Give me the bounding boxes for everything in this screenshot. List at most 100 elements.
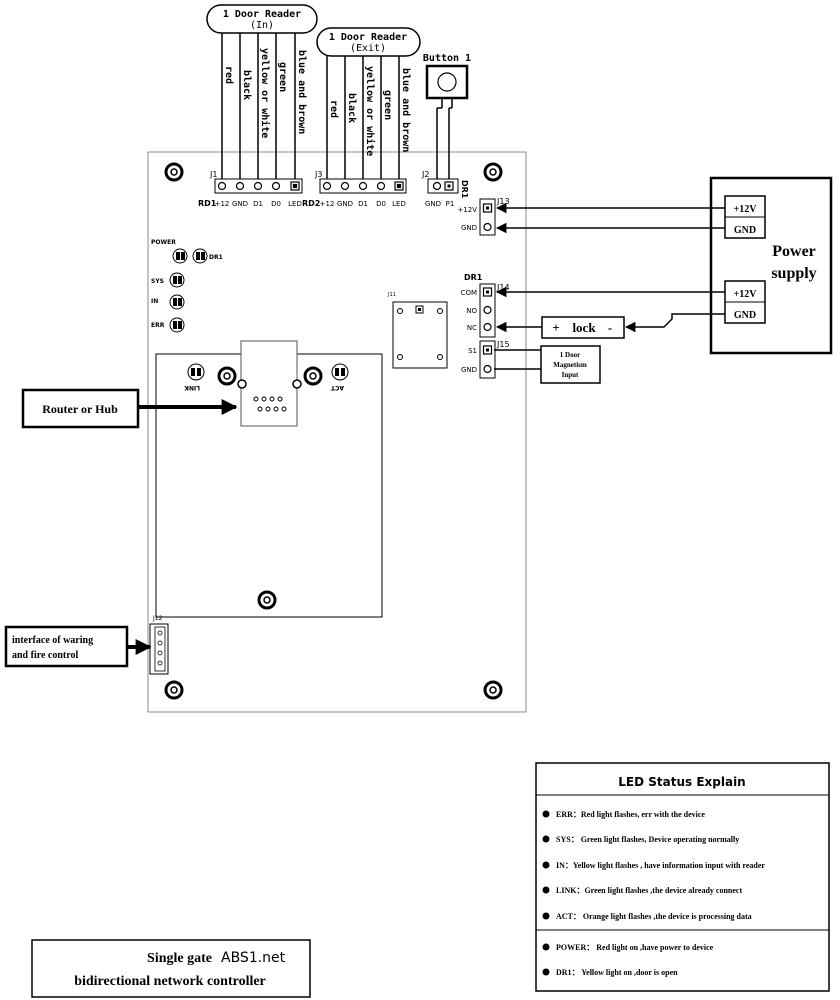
lock-minus: - <box>608 320 612 335</box>
relay-component: J11 <box>387 292 448 369</box>
reader-exit-wire-red: red <box>328 100 339 118</box>
led-legend-text: Red light on ,have power to device <box>594 943 713 952</box>
reader-exit-pin-led: LED <box>392 200 406 208</box>
svg-text:POWER： Red light on ,have powe: POWER： Red light on ,have power to devic… <box>556 943 714 952</box>
power-header-pin-gnd: GND <box>461 224 477 232</box>
reader-in-pin-d1: D1 <box>253 200 263 208</box>
footer-title: Single gate ABS1.net bidirectional netwo… <box>31 939 311 998</box>
psu-box1-top: +12V <box>734 204 758 215</box>
reader-in: 1 Door Reader (In) red black yellow or w… <box>198 4 318 208</box>
act-led-label: ACT <box>330 384 344 391</box>
led-legend-text: Green light flashes ,the device already … <box>584 886 742 895</box>
led-legend-key: DR1 <box>556 968 572 977</box>
lock-plus: + <box>552 320 559 335</box>
router-hub-label: Router or Hub <box>42 402 118 416</box>
led-legend-text: Yellow light flashes , have information … <box>573 861 766 870</box>
svg-text:LINK：Green light flashes ,the: LINK：Green light flashes ,the device alr… <box>556 886 742 895</box>
reader-in-box <box>206 4 318 34</box>
led-legend-text: Yellow light on ,door is open <box>580 968 679 977</box>
relay-header-title: DR1 <box>464 273 483 282</box>
lock-label: lock <box>572 320 596 335</box>
door-sensor-line1: 1 Door <box>560 351 580 359</box>
door-sensor: 1 Door Magnetism Input <box>540 345 601 384</box>
door-sensor-line3: Input <box>562 371 579 379</box>
led-label-power: POWER <box>151 239 176 246</box>
led-legend-title: LED Status Explain <box>618 775 745 789</box>
footer-line2: bidirectional network controller <box>74 974 266 989</box>
psu-box1-bottom: GND <box>734 225 756 236</box>
led-legend-row: SYS： Green light flashes, Device operati… <box>542 835 739 844</box>
reader-in-pin-12v: +12 <box>215 200 230 208</box>
power-header-label: J13 <box>496 197 510 206</box>
door-sensor-line2: Magnetism <box>553 361 587 369</box>
fire-control: J12 interface of waring and fire control <box>4 615 169 675</box>
svg-text:SYS： Green light flashes, Devi: SYS： Green light flashes, Device operati… <box>556 835 739 844</box>
power-header: J13 +12V GND <box>457 197 510 236</box>
sensor-header: J15 S1 GND <box>461 340 510 379</box>
footer-line1: Single gate <box>147 951 212 966</box>
reader-exit-pin-d0: D0 <box>376 200 386 208</box>
board-leds: POWER DR1 SYS IN ERR <box>151 239 223 333</box>
relay-pin-com: COM <box>461 289 477 297</box>
psu-box2-bottom: GND <box>734 310 756 321</box>
reader-exit-title: 1 Door Reader <box>329 32 407 43</box>
door-sensor-box <box>540 345 601 384</box>
router-hub-box <box>21 388 140 429</box>
sensor-pin-s1: S1 <box>468 347 477 355</box>
led-legend-text: Green light flashes, Device operating no… <box>579 835 740 844</box>
fire-connector-label: J12 <box>152 615 163 622</box>
relay-pin-nc: NC <box>467 324 477 332</box>
reader-exit-wire-yellow: yellow or white <box>364 66 376 156</box>
reader-in-prefix: RD1 <box>198 199 217 208</box>
fire-interface-line1: interface of waring <box>12 635 93 646</box>
reader-exit-pin-d1: D1 <box>358 200 368 208</box>
button-side-label: DR1 <box>460 180 469 199</box>
reader-exit-box <box>316 27 421 57</box>
led-legend-key: LINK <box>556 886 577 895</box>
reader-in-subtitle: (In) <box>250 20 274 31</box>
reader-in-wire-yellow: yellow or white <box>259 48 271 138</box>
led-legend-row: POWER： Red light on ,have power to devic… <box>542 943 714 952</box>
button-pin-gnd: GND <box>425 200 441 208</box>
led-legend-sep: ： <box>572 968 580 977</box>
psu-title-line1: Power <box>772 243 816 260</box>
svg-text:ERR：Red light flashes, err wit: ERR：Red light flashes, err with the devi… <box>556 810 705 819</box>
reader-in-pin-gnd: GND <box>232 200 248 208</box>
reader-exit-connector-label: J3 <box>314 170 322 179</box>
reader-in-pin-led: LED <box>288 200 302 208</box>
external-wiring <box>494 202 725 370</box>
reader-exit-wire-green: green <box>382 90 393 120</box>
relay-pin-no: NO <box>466 307 477 315</box>
footer-brand: ABS1.net <box>221 950 286 966</box>
led-label-dr1: DR1 <box>209 254 223 261</box>
power-supply: +12V GND +12V GND Power supply <box>709 176 833 355</box>
button-label: Button 1 <box>423 53 471 64</box>
sensor-header-label: J15 <box>496 340 510 349</box>
led-label-sys: SYS <box>151 278 164 285</box>
lock-box <box>541 316 625 339</box>
ethernet-port <box>240 340 298 427</box>
led-legend-key: ERR <box>556 810 573 819</box>
reader-in-wire-green: green <box>277 62 288 92</box>
led-legend-text: Orange light flashes ,the device is proc… <box>581 912 752 921</box>
button-connector-label: J2 <box>421 170 429 179</box>
reader-in-wire-black: black <box>241 70 252 100</box>
led-legend-sep: ： <box>565 861 573 870</box>
network-module: LINK ACT <box>155 340 383 618</box>
led-legend-key: SYS <box>556 835 571 844</box>
fire-interface-line2: and fire control <box>12 650 79 661</box>
svg-text:ACT： Orange light flashes ,the: ACT： Orange light flashes ,the device is… <box>556 912 752 921</box>
led-legend-sep: ： <box>573 912 581 921</box>
svg-text:IN：Yellow light flashes , have: IN：Yellow light flashes , have informati… <box>556 861 765 870</box>
led-label-in: IN <box>151 298 158 305</box>
reader-exit-prefix: RD2 <box>302 199 320 208</box>
power-header-pin-12v: +12V <box>457 206 477 214</box>
reader-exit-subtitle: (Exit) <box>350 43 386 54</box>
psu-title-line2: supply <box>771 265 816 282</box>
svg-text:DR1： Yellow light on ,door is: DR1： Yellow light on ,door is open <box>556 968 678 977</box>
led-legend-sep: ： <box>571 835 579 844</box>
reader-exit-pin-gnd: GND <box>337 200 353 208</box>
relay-component-label: J11 <box>387 292 396 298</box>
reader-in-wire-blue: blue and brown <box>296 50 307 134</box>
